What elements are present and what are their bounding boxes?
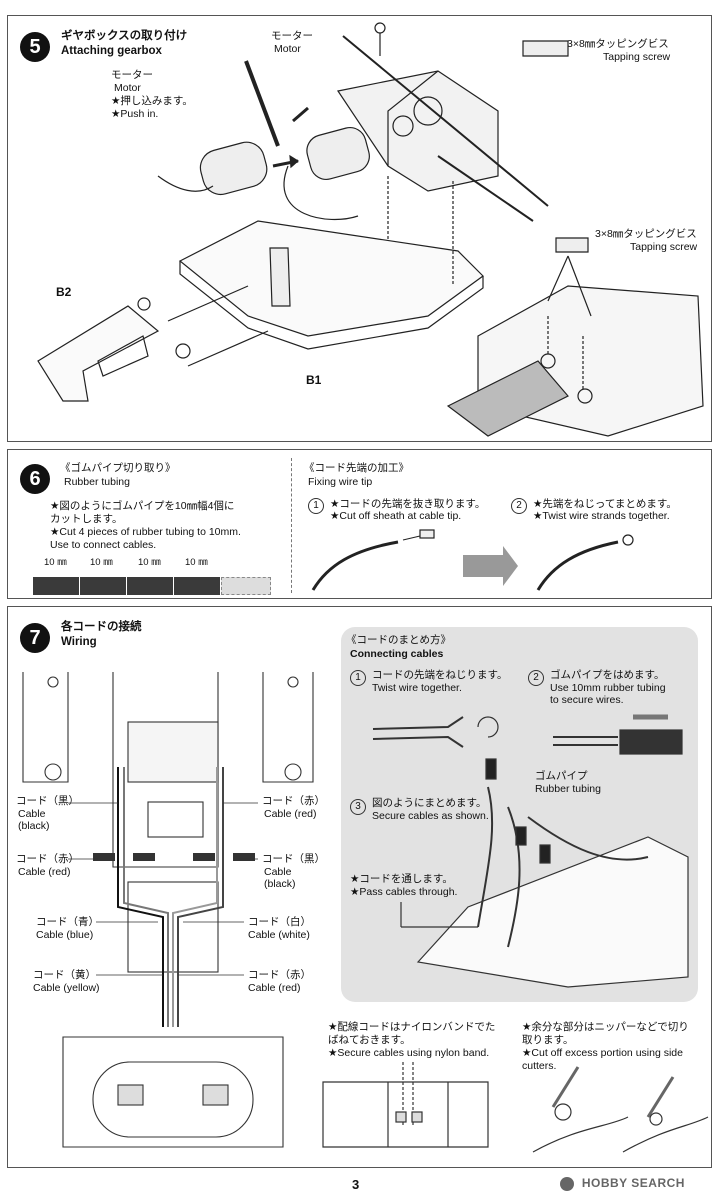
step7-number: 7 [20,623,50,653]
box-step2-en1: Use 10mm rubber tubing [550,682,666,694]
cable-white-en: Cable (white) [248,929,310,941]
cable-black-left-en1: Cable [18,808,46,820]
cut-note-jp2: 取ります。 [522,1034,574,1046]
cable-black-left-jp: コード（黒） [16,795,79,807]
nylon-note-jp1: ★配線コードはナイロンバンドでた [328,1021,496,1033]
sub1-jp: ★コードの先端を抜き取ります。 [330,498,486,510]
box-step2-number: 2 [528,670,544,686]
push-note-en: ★Push in. [111,108,159,120]
part-b2-label: B2 [56,285,72,299]
watermark: HOBBY SEARCH [560,1176,685,1191]
motor-label-en: Motor [114,82,141,94]
box-step1-number: 1 [350,670,366,686]
sub2-jp: ★先端をねじってまとめます。 [533,498,677,510]
screw2-label-en: Tapping screw [630,241,698,253]
seg-label-3: 10 ㎜ [138,557,161,568]
step6-right-title-jp: 《コード先端の加工》 [304,462,409,474]
cable-red-bottom-jp: コード（赤） [248,969,311,981]
cable-yellow-en: Cable (yellow) [33,982,100,994]
cable-blue-en: Cable (blue) [36,929,94,941]
sub1: 1 [308,498,328,514]
motor-top-label-jp: モーター [271,30,313,42]
sub2: 2 [511,498,531,514]
box-step2-en2: to secure wires. [550,694,624,706]
box-step1: 1 [350,670,370,686]
cable-red-bottom-en: Cable (red) [248,982,301,994]
cable-yellow-jp: コード（黄） [33,969,96,981]
rubber-label-en: Rubber tubing [535,783,601,795]
step6-illustration [311,529,634,591]
step7-illustration [22,672,709,1153]
cable-red-right-en: Cable (red) [264,808,317,820]
step7-panel: 7 各コードの接続 Wiring コード（黒） Cable (black) コー… [7,606,712,1168]
box-step3-en: Secure cables as shown. [372,810,489,822]
box-step3: 3 [350,799,370,815]
step7-title-jp: 各コードの接続 [61,621,142,633]
pass-note-en: ★Pass cables through. [350,886,458,898]
step6-left-title-jp: 《ゴムパイプ切り取り》 [60,462,176,474]
box-step1-en: Twist wire together. [372,682,462,694]
box-title-jp: 《コードのまとめ方》 [346,634,451,646]
part-b1-label: B1 [306,373,322,387]
step5-illustration [37,22,704,437]
cut-note-en2: cutters. [522,1060,557,1072]
nylon-note-en: ★Secure cables using nylon band. [328,1047,490,1059]
step5-title-en: Attaching gearbox [61,45,162,57]
box-step2: 2 [528,670,548,686]
box-step2-jp: ゴムパイプをはめます。 [550,669,665,681]
box-step3-number: 3 [350,799,366,815]
screw2-label-jp: 3×8㎜タッピングビス [595,228,697,240]
seg-label-1: 10 ㎜ [44,557,67,568]
step6-left-note-en1: ★Cut 4 pieces of rubber tubing to 10mm. [50,526,241,538]
watermark-logo-icon [560,1176,574,1191]
page-number: 3 [352,1177,360,1192]
step6-left-note-jp1: ★図のようにゴムパイプを10㎜幅4個に [50,500,235,512]
cable-red-left-en: Cable (red) [18,866,71,878]
motor-top-label-en: Motor [274,43,301,55]
sub2-en: ★Twist wire strands together. [533,510,670,522]
sub2-number: 2 [511,498,527,514]
step5-title-jp: ギヤボックスの取り付け [61,30,188,42]
step6-left-note-en2: Use to connect cables. [50,539,157,551]
watermark-text: HOBBY SEARCH [581,1176,685,1190]
cable-red-left-jp: コード（赤） [16,853,79,865]
box-step1-jp: コードの先端をねじります。 [372,669,508,681]
step6-panel: 6 《ゴムパイプ切り取り》 Rubber tubing ★図のようにゴムパイプを… [7,449,712,599]
nylon-note-jp2: ばねておきます。 [328,1034,411,1046]
seg-label-2: 10 ㎜ [90,557,113,568]
box-step3-jp: 図のようにまとめます。 [372,797,487,809]
step6-right-title-en: Fixing wire tip [308,476,373,488]
cable-black-left-en2: (black) [18,820,50,832]
cable-black-right-en1: Cable [264,866,292,878]
push-note-jp: ★押し込みます。 [111,95,193,107]
sub1-number: 1 [308,498,324,514]
cable-blue-jp: コード（青） [36,916,99,928]
rubber-label-jp: ゴムパイプ [535,770,588,782]
cable-black-right-jp: コード（黒） [262,853,325,865]
seg-label-4: 10 ㎜ [185,557,208,568]
step7-title-en: Wiring [61,636,97,648]
motor-label-jp: モーター [111,69,153,81]
step6-left-title-en: Rubber tubing [64,476,130,488]
sub1-en: ★Cut off sheath at cable tip. [330,510,462,522]
step5-panel: 5 ギヤボックスの取り付け Attaching gearbox モーター Mot… [7,15,712,442]
step6-left-note-jp2: カットします。 [50,513,123,525]
pass-note-jp: ★コードを通します。 [350,873,453,885]
screw1-label-jp: 3×8㎜タッピングビス [567,38,669,50]
cable-red-right-jp: コード（赤） [262,795,325,807]
cable-black-right-en2: (black) [264,878,296,890]
screw1-label-en: Tapping screw [603,51,671,63]
cut-note-en1: ★Cut off excess portion using side [522,1047,683,1059]
step6-number: 6 [20,464,50,494]
rubber-tubing-bar [33,577,273,595]
cut-note-jp1: ★余分な部分はニッパーなどで切り [522,1021,689,1033]
step5-number: 5 [20,32,50,62]
box-title-en: Connecting cables [350,648,444,660]
step6-divider [291,458,292,593]
cable-white-jp: コード（白） [248,916,311,928]
